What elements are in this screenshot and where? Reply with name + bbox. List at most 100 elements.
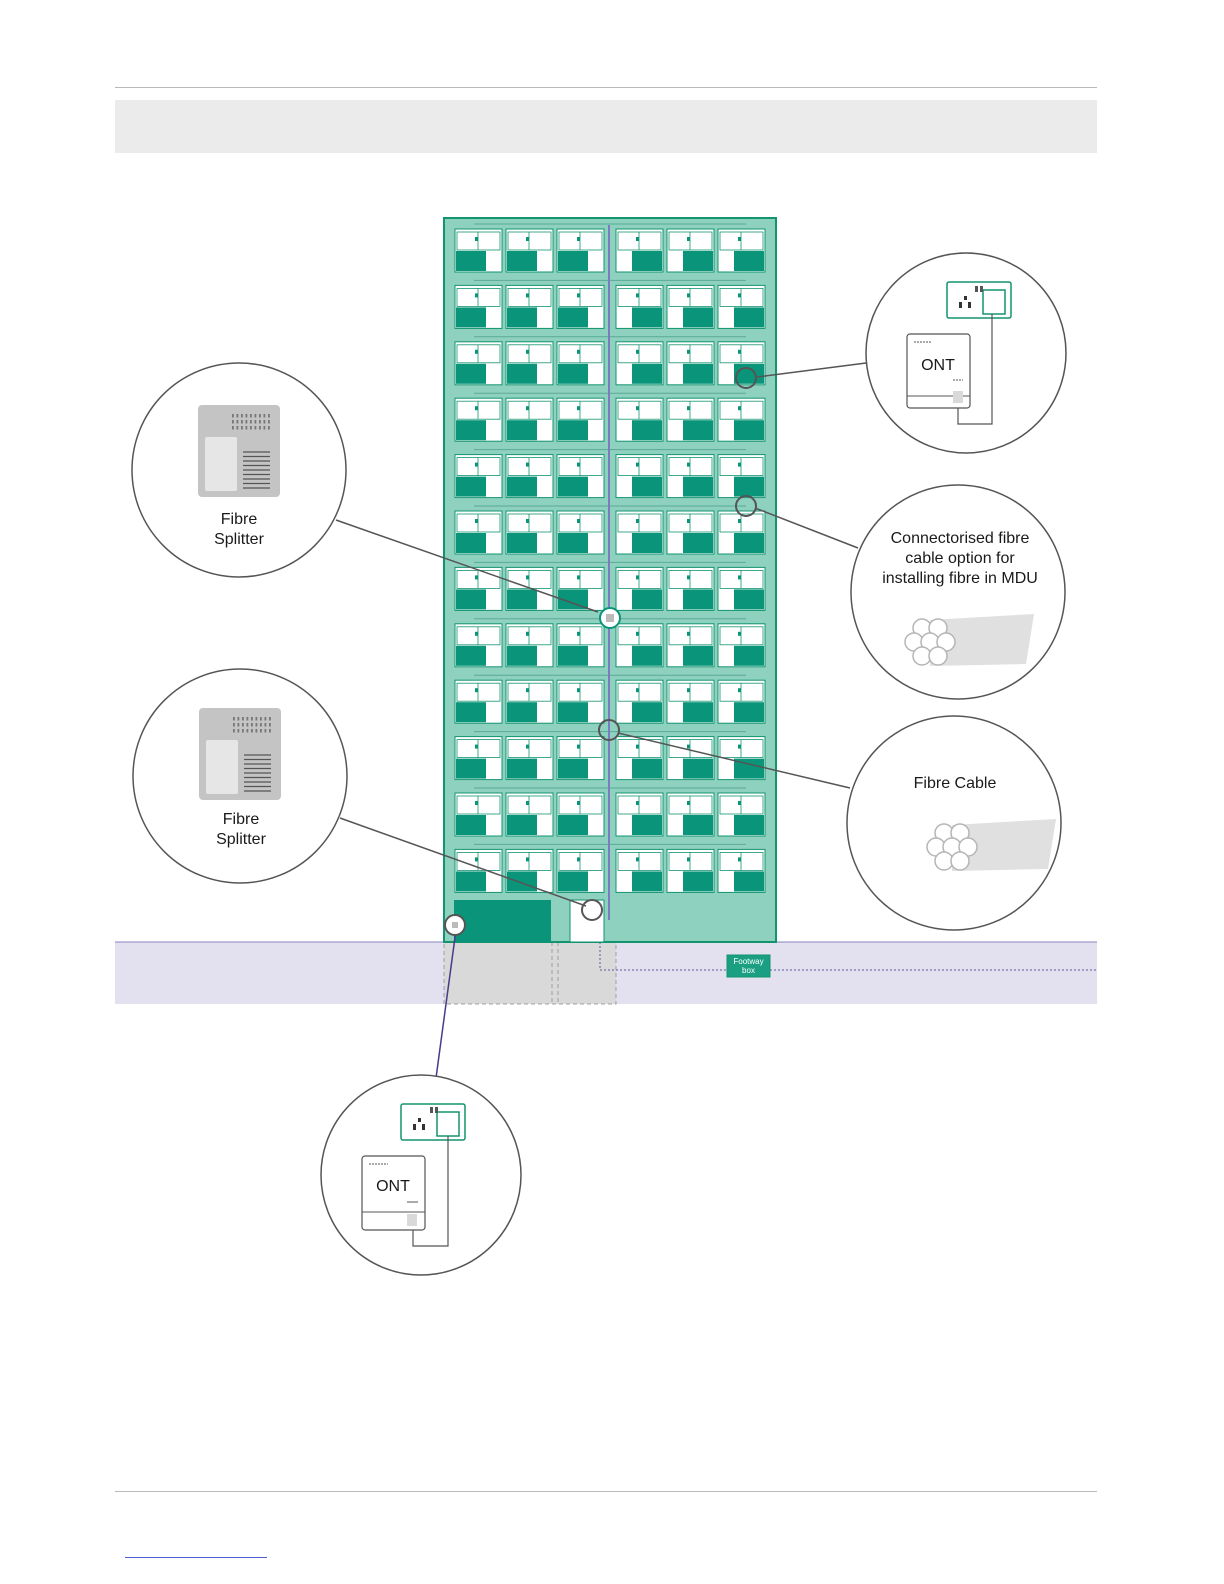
flat-room	[683, 646, 713, 666]
flat-room	[632, 307, 662, 327]
callout-connectorised[interactable]: Connectorised fibre cable option for ins…	[851, 485, 1065, 699]
flat-unit	[616, 398, 663, 441]
splitter-port	[256, 723, 258, 727]
flat-unit	[557, 849, 604, 892]
flat-unit	[718, 285, 765, 328]
flat-room	[456, 871, 486, 891]
callout-splitter-lower[interactable]: Fibre Splitter	[133, 669, 347, 883]
flat-unit	[667, 624, 714, 667]
flat-room	[734, 533, 764, 553]
splitter-port	[268, 426, 270, 430]
flat-room	[558, 364, 588, 384]
callout-label: cable option for	[905, 550, 1015, 567]
basement	[444, 942, 616, 1004]
flat-room	[683, 477, 713, 497]
flat-socket	[475, 350, 478, 354]
flat-socket	[687, 575, 690, 579]
flat-socket	[475, 237, 478, 241]
flat-room	[507, 589, 537, 609]
splitter-port	[264, 426, 266, 430]
flat-unit	[616, 849, 663, 892]
splitter-port	[265, 729, 267, 733]
splitter-port	[260, 729, 262, 733]
flat-room	[558, 307, 588, 327]
flat-socket	[636, 745, 639, 749]
flat-socket	[636, 237, 639, 241]
splitter-port	[269, 729, 271, 733]
flat-unit	[506, 285, 553, 328]
splitter-port	[232, 420, 234, 424]
flat-unit	[506, 680, 553, 723]
callout-label: installing fibre in MDU	[882, 570, 1038, 587]
flat-room	[558, 871, 588, 891]
flat-room	[734, 646, 764, 666]
flat-room	[632, 589, 662, 609]
flat-room	[734, 815, 764, 835]
flat-unit	[506, 229, 553, 272]
flat-socket	[738, 293, 741, 297]
flat-socket	[526, 406, 529, 410]
flat-room	[683, 589, 713, 609]
flat-room	[558, 702, 588, 722]
splitter-port	[242, 717, 244, 721]
footway-box[interactable]: Footway box	[727, 955, 770, 977]
flat-socket	[475, 632, 478, 636]
flat-unit	[718, 342, 765, 385]
flat-unit	[718, 455, 765, 498]
flat-room	[456, 815, 486, 835]
flat-unit	[455, 567, 502, 610]
callout-label: Connectorised fibre	[891, 530, 1030, 547]
flat-room	[456, 251, 486, 271]
footway-box-line1: Footway	[733, 957, 763, 966]
flat-unit	[455, 680, 502, 723]
flat-unit	[718, 229, 765, 272]
marker-splitter-icon	[606, 614, 614, 622]
flat-socket	[636, 519, 639, 523]
flat-room	[632, 364, 662, 384]
splitter-port	[264, 414, 266, 418]
wall-socket-icon	[947, 282, 1011, 318]
callout-label: Fibre Cable	[914, 775, 997, 792]
callout-ont-upper[interactable]: ONT	[866, 253, 1066, 453]
flat-room	[558, 646, 588, 666]
callout-splitter-upper[interactable]: Fibre Splitter	[132, 363, 346, 577]
splitter-port	[260, 717, 262, 721]
fibre-strand	[929, 647, 947, 665]
flat-socket	[636, 406, 639, 410]
flat-socket	[526, 519, 529, 523]
flat-unit	[667, 737, 714, 780]
flat-socket	[577, 801, 580, 805]
splitter-port	[269, 723, 271, 727]
splitter-port	[260, 723, 262, 727]
callout-fibre-cable[interactable]: Fibre Cable	[847, 716, 1061, 930]
flat-room	[683, 533, 713, 553]
flat-socket	[577, 237, 580, 241]
splitter-port	[269, 717, 271, 721]
flat-socket	[738, 688, 741, 692]
flat-socket	[636, 575, 639, 579]
flat-unit	[557, 737, 604, 780]
flat-room	[632, 646, 662, 666]
flat-room	[558, 420, 588, 440]
flat-room	[507, 759, 537, 779]
flat-socket	[738, 406, 741, 410]
flat-room	[507, 815, 537, 835]
splitter-port	[250, 414, 252, 418]
flat-room	[558, 533, 588, 553]
splitter-port	[256, 717, 258, 721]
flat-unit	[557, 455, 604, 498]
splitter-port	[255, 420, 257, 424]
flat-socket	[738, 632, 741, 636]
splitter-port	[238, 717, 240, 721]
flat-unit	[455, 398, 502, 441]
callout-ont-lower[interactable]: ONT	[321, 1075, 521, 1275]
flat-unit	[667, 398, 714, 441]
flat-unit	[557, 511, 604, 554]
flat-socket	[687, 519, 690, 523]
flat-socket	[636, 801, 639, 805]
splitter-port	[233, 717, 235, 721]
flat-socket	[687, 857, 690, 861]
flat-room	[507, 420, 537, 440]
flat-unit	[506, 342, 553, 385]
